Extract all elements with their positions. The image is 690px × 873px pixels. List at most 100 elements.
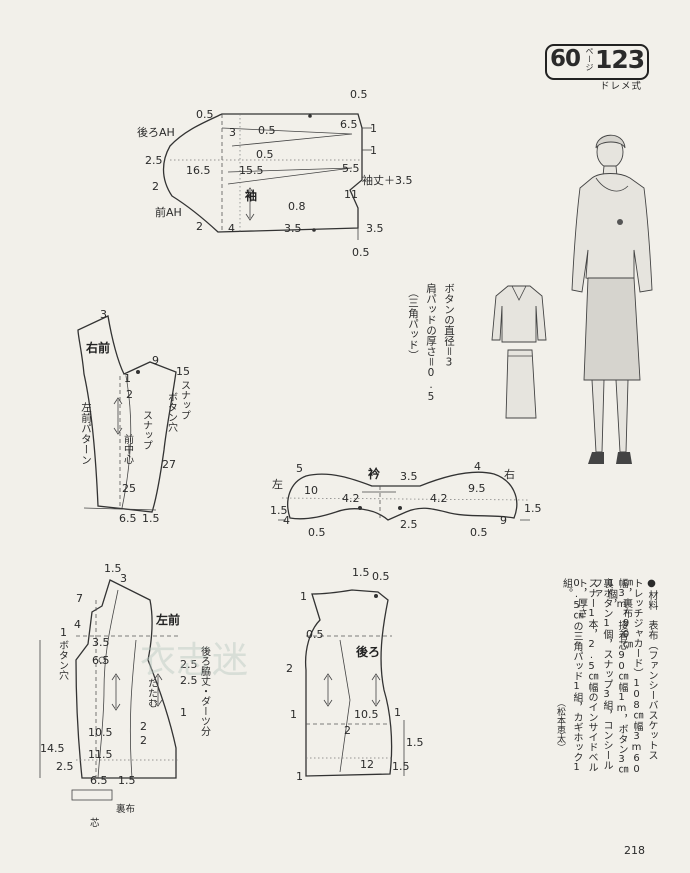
left-front-grain-arrow-2	[153, 673, 163, 707]
watermark: 衣志迷	[140, 640, 248, 681]
left-front-fold-label: たたむ	[145, 678, 157, 708]
materials-line-1: 材料 表布（ファンシーバスケットス	[646, 590, 657, 760]
back-measure: 1.5	[406, 736, 424, 749]
model-collar	[595, 177, 629, 192]
collar-measure: 0.5	[470, 526, 488, 539]
left-front-princess-line	[97, 589, 119, 779]
right-front-snap-label-2: スナップ	[140, 410, 152, 450]
left-front-side-note: 後ろ脇丈・ダーツ分	[198, 646, 210, 736]
model-illustration	[571, 134, 653, 464]
collar-measure: 3.5	[400, 470, 418, 483]
back-outline	[304, 589, 393, 777]
model-button	[617, 219, 623, 225]
sleeve-measure: 0.5	[258, 124, 276, 137]
model-jacket	[571, 173, 653, 293]
sleeve-measure: 6.5	[340, 118, 358, 131]
right-front-measure: 3	[100, 308, 107, 321]
sleeve-measure: 5.5	[342, 162, 360, 175]
left-front-measure: 1.5	[104, 562, 122, 575]
collar-pattern: 衿 左 右 5 3.5 4 10 4.2 4.2 9.5 4 0.5 2.5 0…	[270, 460, 542, 539]
sleeve-back-ah-label: 後ろAH	[137, 125, 175, 139]
sleeve-dart-upper	[221, 127, 353, 147]
model-hair	[595, 134, 626, 149]
materials-line-3: 幅3m，接着芯90㎝幅1m，ボタン3㎝1個，	[605, 578, 628, 775]
collar-left-label: 左	[272, 478, 283, 491]
collar-outline	[287, 471, 518, 521]
collar-measure: 9.5	[468, 482, 486, 495]
back-measure: 1	[300, 590, 307, 603]
left-front-measure: 10.5	[88, 726, 113, 739]
right-front-measure: 6.5	[119, 512, 137, 525]
materials-line-5: スナー1本，2.5㎝幅のインサイドベルト，厚さ	[575, 578, 598, 772]
collar-measure: 4	[474, 460, 481, 473]
sleeve-measure: 15.5	[239, 164, 264, 177]
left-front-button-mark	[98, 656, 106, 664]
materials-line-2: トレッチジャカード）108㎝幅3m60㎝，裏布90㎝	[620, 578, 643, 775]
sleeve-measure: 3.5	[284, 222, 302, 235]
issue-number: 60	[550, 46, 581, 72]
back-grain-arrow	[323, 673, 333, 707]
page-number: 218	[624, 844, 645, 857]
back-measure: 1.5	[392, 760, 410, 773]
right-front-measure: 25	[122, 482, 136, 495]
collar-measure: 5	[296, 462, 303, 475]
back-grain-arrow-2	[371, 673, 381, 707]
right-front-measure: 1.5	[142, 512, 160, 525]
left-front-measure: 1	[60, 626, 67, 639]
collar-dot-line	[281, 497, 529, 501]
right-front-title: 右前	[85, 340, 110, 355]
left-front-buttonhole-label: ボタン穴	[56, 640, 68, 680]
right-front-buttonhole-label: ボタン穴	[165, 392, 177, 432]
materials-bullet: ●	[646, 578, 657, 589]
left-front-grain-arrow	[111, 673, 121, 711]
sleeve-measure: 1	[370, 144, 377, 157]
sleeve-length-note: 袖丈＋3.5	[362, 173, 413, 187]
collar-notch	[398, 506, 402, 510]
right-front-mark	[136, 370, 140, 374]
left-front-measure: 2.5	[180, 658, 198, 671]
collar-measure: 9	[500, 514, 507, 527]
pattern-number-badge: 60 ページ 123 ドレメ式	[545, 44, 651, 92]
right-front-outline	[77, 315, 177, 513]
collar-right-label: 右	[504, 467, 515, 481]
right-front-measure: 2	[126, 388, 133, 401]
left-front-measure: 3	[120, 572, 127, 585]
collar-measure: 2.5	[400, 518, 418, 531]
sleeve-measure: 16.5	[186, 164, 211, 177]
back-notch	[374, 594, 378, 598]
back-measure: 1	[290, 708, 297, 721]
left-front-title: 左前	[155, 612, 180, 627]
back-dart	[339, 639, 351, 773]
left-front-facing-piece	[71, 789, 113, 801]
sleeve-measure: 3	[229, 126, 236, 139]
sleeve-measure: 0.5	[352, 246, 370, 259]
notes-line-3: （三角パッド）	[407, 287, 420, 361]
collar-measure: 1.5	[270, 504, 288, 517]
left-front-measure: 3.5	[92, 636, 110, 649]
notes-line-1: ボタンの直径＝3	[443, 283, 456, 369]
right-front-measure: 1	[124, 372, 131, 385]
right-front-grain-arrow	[113, 397, 123, 435]
flat-sketch	[491, 285, 547, 419]
right-front-hem-guide	[83, 507, 157, 511]
page-word: ページ	[585, 47, 594, 71]
notes-line-2: 肩パッドの厚さ＝0.5	[425, 283, 438, 403]
flat-skirt	[505, 349, 537, 419]
sleeve-dart-lower	[227, 167, 353, 185]
model-skirt	[583, 277, 641, 381]
model-shoes	[588, 452, 632, 464]
collar-measure: 4.2	[342, 492, 360, 505]
left-front-side-line	[129, 639, 137, 779]
back-measure: 0.5	[372, 570, 390, 583]
sleeve-grain-arrow	[245, 187, 255, 221]
materials-block: ● 材料 表布（ファンシーバスケットス トレッチジャカード）108㎝幅3m60㎝…	[536, 578, 657, 778]
left-front-measure: 1.5	[118, 774, 136, 787]
right-front-center-label: 前中心	[121, 434, 133, 464]
right-front-inner-curve	[121, 375, 132, 509]
back-pattern: 後ろ 1.5 0.5 1 0.5 2 1 10.5 2 12 1.5 1.5 1…	[286, 566, 424, 783]
left-front-measure: 11.5	[88, 748, 113, 761]
sleeve-measure: 2	[152, 180, 159, 193]
collar-title: 衿	[368, 466, 380, 481]
back-measure: 2	[344, 724, 351, 737]
